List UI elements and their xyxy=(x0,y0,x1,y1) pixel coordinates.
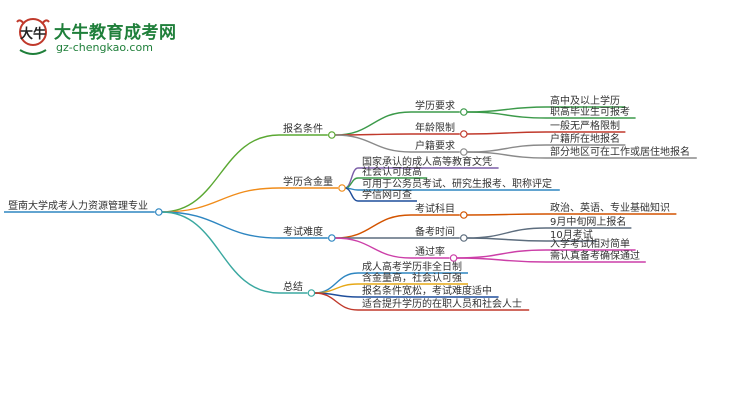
branch-3-sub-0[interactable]: 成人高考学历非全日制 xyxy=(362,260,462,273)
branch-3-sub-1[interactable]: 含金量高，社会认可强 xyxy=(362,271,462,284)
branch-1-sub-1[interactable]: 社会认可度高 xyxy=(362,165,422,178)
branch-2-sub-2[interactable]: 通过率 xyxy=(415,245,445,258)
edge-branch-2-sub-1-leaf-1 xyxy=(466,237,547,242)
branch-2-sub-0-leaf-0[interactable]: 政治、英语、专业基础知识 xyxy=(550,201,670,214)
branch-2-sub-2-leaf-1[interactable]: 需认真备考确保通过 xyxy=(550,249,640,262)
logo-url: gz-chengkao.com xyxy=(56,41,153,54)
edge-branch-0-sub-0-leaf-1 xyxy=(466,111,547,119)
branch-1-collapse-toggle[interactable] xyxy=(338,184,346,192)
branch-1-sub-2[interactable]: 可用于公务员考试、研究生报考、职称评定 xyxy=(362,177,552,190)
branch-0-sub-0[interactable]: 学历要求 xyxy=(415,99,455,112)
branch-0-sub-1-leaf-0[interactable]: 一般无严格限制 xyxy=(550,119,620,132)
branch-0-sub-2-leaf-0[interactable]: 户籍所在地报名 xyxy=(550,132,620,145)
branch-0-sub-0-collapse-toggle[interactable] xyxy=(459,108,468,116)
branch-2-sub-1-collapse-toggle[interactable] xyxy=(459,234,468,242)
branch-0-sub-2-collapse-toggle[interactable] xyxy=(459,148,468,156)
root-node[interactable]: 暨南大学成考人力资源管理专业 xyxy=(8,199,148,212)
edge-branch-2-sub-0-leaf-0 xyxy=(466,213,547,216)
mind-map-edges xyxy=(4,106,697,311)
edge-branch-2-sub-0 xyxy=(334,214,412,239)
branch-3-sub-2[interactable]: 报名条件宽松，考试难度适中 xyxy=(362,284,492,297)
mind-map-nodes: 暨南大学成考人力资源管理专业 报名条件 学历要求 高中及以上学历职高毕业生可报考年龄限… xyxy=(8,94,690,310)
edge-branch-2-sub-1-leaf-0 xyxy=(466,227,547,239)
branch-1-sub-3[interactable]: 学信网可查 xyxy=(362,188,412,201)
logo-title: 大牛教育成考网 xyxy=(54,23,177,43)
edge-branch-3-sub-0 xyxy=(314,272,359,294)
site-logo[interactable]: 大牛 大牛教育成考网 gz-chengkao.com xyxy=(14,16,204,60)
branch-2[interactable]: 考试难度 xyxy=(283,225,323,238)
edge-branch-2-sub-2-leaf-1 xyxy=(456,257,547,263)
edge-branch-3-sub-3 xyxy=(314,292,359,311)
branch-3[interactable]: 总结 xyxy=(283,280,303,293)
branch-2-sub-1-leaf-0[interactable]: 9月中旬网上报名 xyxy=(550,215,626,228)
branch-0-sub-1-collapse-toggle[interactable] xyxy=(459,130,468,138)
logo-mark-text: 大牛 xyxy=(20,26,46,42)
branch-0[interactable]: 报名条件 xyxy=(283,122,323,135)
branch-2-sub-0-collapse-toggle[interactable] xyxy=(459,211,468,219)
branch-1[interactable]: 学历含金量 xyxy=(283,175,333,188)
edge-branch-0-sub-1-leaf-0 xyxy=(466,131,547,135)
branch-3-collapse-toggle[interactable] xyxy=(307,289,316,297)
branch-0-sub-0-leaf-0[interactable]: 高中及以上学历 xyxy=(550,94,620,107)
branch-2-collapse-toggle[interactable] xyxy=(327,234,336,242)
edge-branch-0-sub-2-leaf-1 xyxy=(466,151,547,159)
edge-branch-0-sub-0-leaf-0 xyxy=(466,106,547,113)
branch-2-sub-2-leaf-0[interactable]: 入学考试相对简单 xyxy=(550,237,630,250)
edge-branch-0-sub-2 xyxy=(334,134,412,153)
branch-0-sub-0-leaf-1[interactable]: 职高毕业生可报考 xyxy=(550,105,630,118)
edge-branch-2-sub-2 xyxy=(334,237,412,259)
edge-root-branch-3 xyxy=(161,211,280,294)
branch-2-sub-2-collapse-toggle[interactable] xyxy=(449,254,458,262)
edge-root-branch-1 xyxy=(161,187,280,213)
branch-0-sub-2[interactable]: 户籍要求 xyxy=(415,139,455,152)
edge-root-branch-0 xyxy=(161,134,280,213)
root-collapse-toggle[interactable] xyxy=(155,208,163,216)
branch-2-sub-1-leaf-1[interactable]: 10月考试 xyxy=(550,228,593,241)
edge-branch-0-sub-2-leaf-0 xyxy=(466,144,547,153)
branch-0-collapse-toggle[interactable] xyxy=(327,131,336,139)
branch-3-sub-3[interactable]: 适合提升学历的在职人员和社会人士 xyxy=(362,297,522,310)
edge-root-branch-2 xyxy=(161,211,280,239)
logo-ox-icon: 大牛 xyxy=(16,18,50,55)
branch-2-sub-0[interactable]: 考试科目 xyxy=(415,202,455,215)
edge-branch-1-sub-3 xyxy=(344,187,359,202)
branch-0-sub-2-leaf-1[interactable]: 部分地区可在工作或居住地报名 xyxy=(550,145,690,158)
branch-2-sub-1[interactable]: 备考时间 xyxy=(415,225,455,238)
edge-branch-0-sub-0 xyxy=(334,111,412,136)
edge-branch-2-sub-2-leaf-0 xyxy=(456,249,547,259)
branch-1-sub-0[interactable]: 国家承认的成人高等教育文凭 xyxy=(362,155,492,168)
branch-0-sub-1[interactable]: 年龄限制 xyxy=(415,121,455,134)
